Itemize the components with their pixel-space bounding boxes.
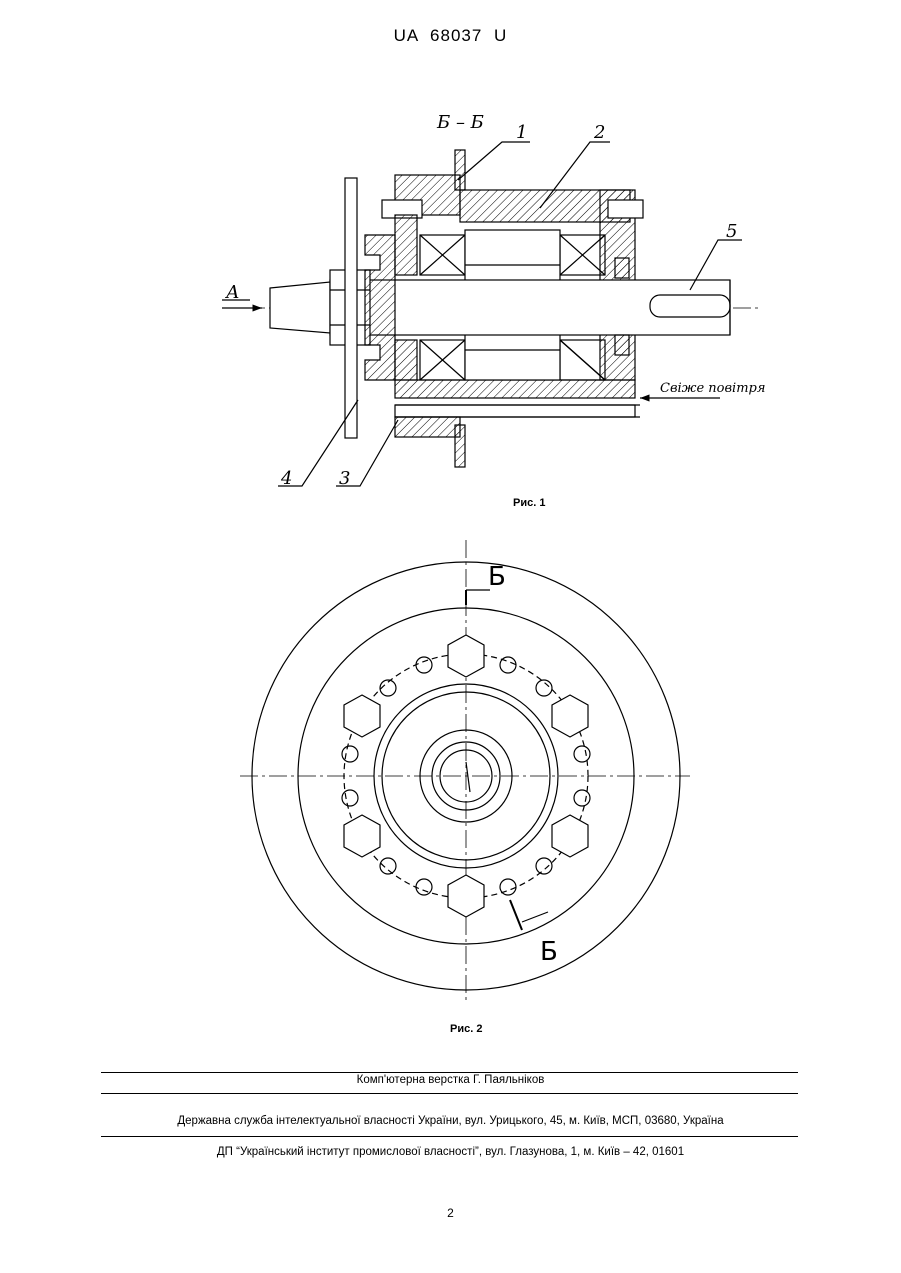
part-label-4: 4 [280,468,292,489]
section-mark-top: Б [488,562,506,592]
figure-2-caption: Рис. 2 [450,1023,482,1035]
footer-rule-3 [101,1136,798,1137]
patent-office-address: Державна служба інтелектуальної власност… [0,1115,901,1127]
section-label: Б – Б [436,112,484,133]
page-number: 2 [0,1206,901,1220]
section-mark-bottom: Б [540,937,558,967]
figure-1-caption: Рис. 1 [513,497,545,509]
part-label-3: 3 [339,468,350,489]
figure-2-drawing: Б Б [0,530,901,1020]
part-label-2: 2 [593,122,605,143]
air-label: Свіже повітря [660,381,765,396]
part-label-1: 1 [516,122,527,143]
figure-1-drawing: Б – Б А 1 2 3 4 5 Свіже повітря [0,0,901,520]
part-label-5: 5 [726,221,737,242]
footer-rule-1 [101,1072,798,1073]
institute-address: ДП “Український інститут промислової вла… [0,1146,901,1158]
view-label-a: А [224,282,240,303]
footer-rule-2 [101,1093,798,1094]
typesetting-credit: Комп'ютерна верстка Г. Паяльніков [0,1074,901,1086]
